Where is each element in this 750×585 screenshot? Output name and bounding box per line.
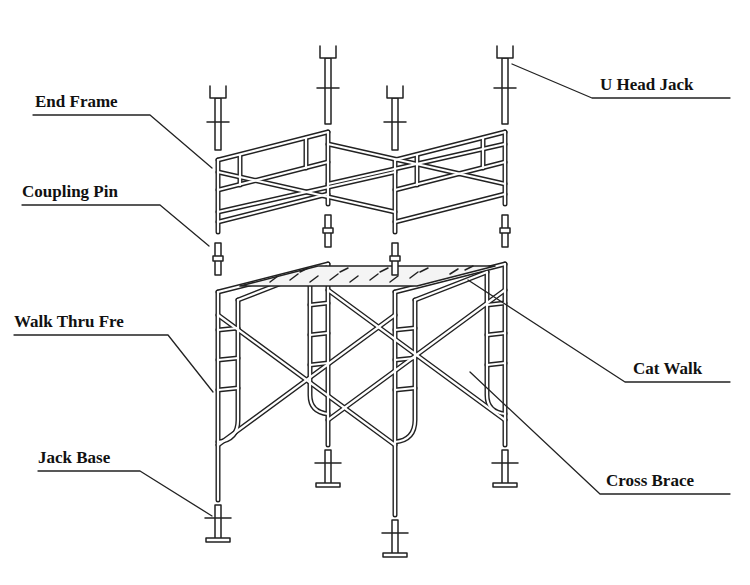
part-label: U Head Jack: [600, 75, 694, 95]
part-label: Cross Brace: [606, 471, 694, 491]
part-label: Walk Thru Fre: [14, 312, 124, 332]
leader-lines: [14, 64, 730, 516]
part-label: Jack Base: [38, 448, 110, 468]
part-label: Cat Walk: [633, 359, 702, 379]
part-label: End Frame: [35, 92, 118, 112]
part-label: Coupling Pin: [22, 182, 118, 202]
